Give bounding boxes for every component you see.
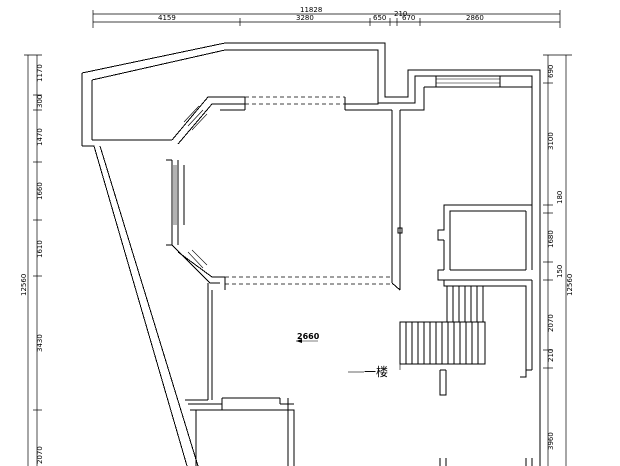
main-room-walls bbox=[166, 96, 403, 400]
left-dimension-5: 1610 bbox=[36, 240, 44, 258]
right-dimension-4: 1680 bbox=[547, 230, 555, 248]
right-dimension-8: 3960 bbox=[547, 432, 555, 450]
left-dimension-chain: 12560 1170 300 1470 1660 1610 3430 2070 bbox=[20, 54, 44, 466]
top-total-dimension: 11828 bbox=[300, 6, 322, 14]
top-dimension-4: 210 bbox=[394, 10, 407, 18]
top-dimension-3: 650 bbox=[373, 14, 386, 22]
right-total-dimension: 12560 bbox=[566, 274, 574, 296]
right-rooms-walls bbox=[437, 204, 533, 396]
floor-label: 一楼 bbox=[364, 364, 388, 379]
left-dimension-4: 1660 bbox=[36, 182, 44, 200]
left-dimension-2: 300 bbox=[36, 95, 44, 108]
staircase[interactable] bbox=[399, 285, 486, 370]
top-dimension-chain: 11828 4159 3280 650 210 670 2860 bbox=[92, 6, 561, 28]
left-dimension-7: 2070 bbox=[36, 446, 44, 464]
top-dimension-5: 670 bbox=[402, 14, 415, 22]
right-dimension-6: 2070 bbox=[547, 314, 555, 332]
right-dimension-7: 210 bbox=[547, 349, 555, 362]
right-dimension-2: 3100 bbox=[547, 132, 555, 150]
left-dimension-6: 3430 bbox=[36, 334, 44, 352]
top-dimension-6: 2860 bbox=[466, 14, 484, 22]
bottom-room-walls bbox=[185, 397, 533, 466]
right-dimension-5: 150 bbox=[556, 265, 564, 278]
plan-labels: 2660 一楼 bbox=[296, 332, 388, 379]
top-dimension-1: 4159 bbox=[158, 14, 176, 22]
left-dimension-1: 1170 bbox=[36, 64, 44, 82]
left-total-dimension: 12560 bbox=[20, 274, 28, 296]
right-dimension-1: 690 bbox=[547, 65, 555, 78]
left-dimension-3: 1470 bbox=[36, 128, 44, 146]
right-dimension-3: 180 bbox=[556, 191, 564, 204]
exterior-walls bbox=[81, 42, 541, 466]
top-dimension-2: 3280 bbox=[296, 14, 314, 22]
room-dimension-label: 2660 bbox=[297, 332, 320, 341]
right-dimension-chain: 12560 690 3100 180 1680 150 2070 210 396… bbox=[543, 54, 574, 466]
